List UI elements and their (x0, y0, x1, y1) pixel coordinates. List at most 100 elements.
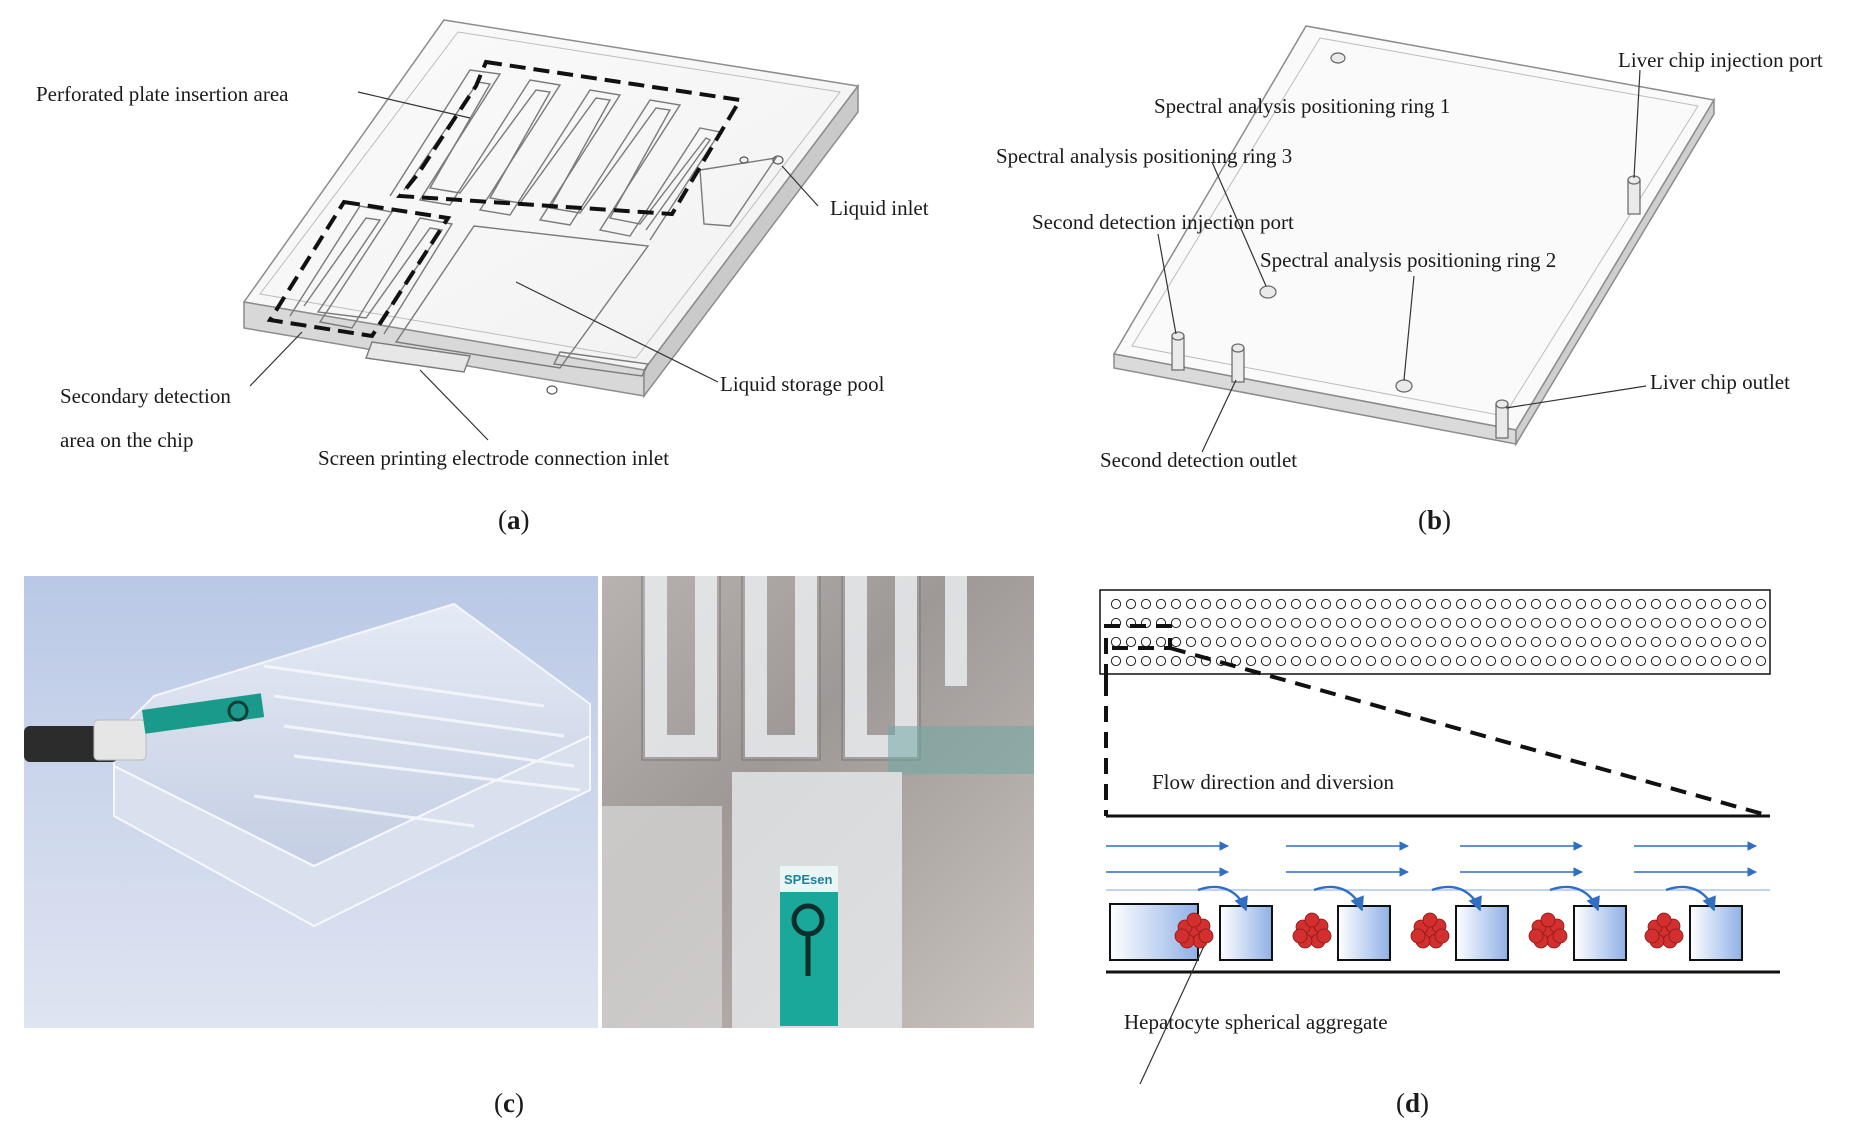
perforation-hole (1185, 636, 1197, 648)
perforation-hole (1755, 617, 1767, 629)
chip-side-right (643, 83, 859, 399)
perforation-hole (1260, 617, 1272, 629)
perforation-hole (1665, 617, 1677, 629)
perforation-hole (1590, 655, 1602, 667)
label-hepatocyte-aggregate: Hepatocyte spherical aggregate (1124, 1010, 1388, 1034)
perforation-hole (1155, 655, 1167, 667)
perforation-hole (1575, 617, 1587, 629)
electrode-slot (365, 341, 471, 373)
perforation-hole (1110, 655, 1122, 667)
hepatocyte-aggregate (1292, 912, 1332, 949)
perforation-hole (1275, 598, 1287, 610)
perforation-hole (1215, 636, 1227, 648)
panel-b-chip-drawing (1112, 25, 1716, 453)
perforation-hole (1620, 655, 1632, 667)
perforation-holes (1110, 598, 1767, 667)
perforation-hole (1275, 617, 1287, 629)
perforation-hole (1530, 636, 1542, 648)
perforation-hole (1350, 598, 1362, 610)
diversion-arrow (1549, 885, 1600, 912)
perforation-hole (1740, 636, 1752, 648)
diversion-arrow (1431, 885, 1482, 912)
secondary-area-dashed-outline (266, 199, 452, 339)
perforation-hole (1170, 636, 1182, 648)
perforation-hole (1455, 617, 1467, 629)
perforation-hole (1395, 655, 1407, 667)
perforation-hole (1275, 655, 1287, 667)
liver-injection-port (1627, 179, 1641, 215)
diversion-arrows (1197, 885, 1716, 912)
label-spectral-ring-2: Spectral analysis positioning ring 2 (1260, 248, 1557, 272)
perforation-hole (1230, 655, 1242, 667)
perforation-hole (1170, 655, 1182, 667)
perforation-hole (1380, 636, 1392, 648)
flow-block (1337, 905, 1391, 961)
perforation-hole (1590, 636, 1602, 648)
perforation-hole (1215, 598, 1227, 610)
perforation-hole (1665, 598, 1677, 610)
perforation-hole (1635, 636, 1647, 648)
perforation-hole (1695, 636, 1707, 648)
perforation-hole (1470, 617, 1482, 629)
flow-blocks (1109, 903, 1743, 961)
perforation-hole (1590, 598, 1602, 610)
perforation-hole (1140, 598, 1152, 610)
perforation-hole (1425, 636, 1437, 648)
perforation-hole (1335, 636, 1347, 648)
panel-b: Liver chip injection port Spectral analy… (900, 0, 1860, 540)
perforation-hole (1680, 636, 1692, 648)
perforation-hole (1410, 655, 1422, 667)
electrode-brand-text: SPEsen (784, 872, 833, 887)
perforation-hole (1215, 617, 1227, 629)
perforation-hole (1230, 617, 1242, 629)
label-second-detection-outlet: Second detection outlet (1100, 448, 1298, 472)
second-detection-injection-port (1171, 335, 1185, 371)
perforation-hole (1545, 617, 1557, 629)
chip-b-side-right (1515, 97, 1715, 447)
perforation-hole (1695, 655, 1707, 667)
perforation-hole (1395, 636, 1407, 648)
perforation-hole (1185, 655, 1197, 667)
perforation-hole (1590, 617, 1602, 629)
panel-d-flow-diagram (1099, 589, 1780, 1085)
perforation-hole (1545, 598, 1557, 610)
perforation-hole (1725, 617, 1737, 629)
perforation-hole (1530, 655, 1542, 667)
zoom-indicator (1104, 624, 1771, 818)
perforation-hole (1545, 636, 1557, 648)
perforation-hole (1365, 636, 1377, 648)
photo-chip-closeup: SPEsen (602, 576, 1034, 1028)
perforation-hole (1455, 598, 1467, 610)
perforation-hole (1305, 655, 1317, 667)
perforation-hole (1740, 598, 1752, 610)
perforation-hole (1605, 655, 1617, 667)
perforation-hole (1245, 655, 1257, 667)
perforation-hole (1665, 636, 1677, 648)
perforation-hole (1290, 636, 1302, 648)
label-liquid-inlet: Liquid inlet (830, 196, 929, 220)
photo-chip-side-view (24, 576, 598, 1028)
perforation-hole (1605, 636, 1617, 648)
perforation-hole (1110, 598, 1122, 610)
perforation-hole (1320, 636, 1332, 648)
perforation-hole (1725, 655, 1737, 667)
label-secondary-detection-line1: Secondary detection (60, 384, 231, 408)
perforation-hole (1515, 655, 1527, 667)
perforation-hole (1290, 655, 1302, 667)
perforation-hole (1710, 655, 1722, 667)
flow-block (1689, 905, 1743, 961)
perforation-hole (1740, 655, 1752, 667)
panel-a-chip-drawing (242, 19, 860, 441)
perforation-hole (1185, 617, 1197, 629)
perforation-hole (1380, 655, 1392, 667)
liquid-inlet-hole (772, 155, 784, 165)
label-flow-direction: Flow direction and diversion (1152, 770, 1395, 794)
perforation-hole (1440, 636, 1452, 648)
perforation-hole (1515, 617, 1527, 629)
perforation-hole (1620, 598, 1632, 610)
perforation-hole (1125, 598, 1137, 610)
flow-block (1219, 905, 1273, 961)
perforation-hole (1740, 617, 1752, 629)
perforation-hole (1500, 655, 1512, 667)
panel-c: SPEsen (c) (0, 560, 1040, 1132)
